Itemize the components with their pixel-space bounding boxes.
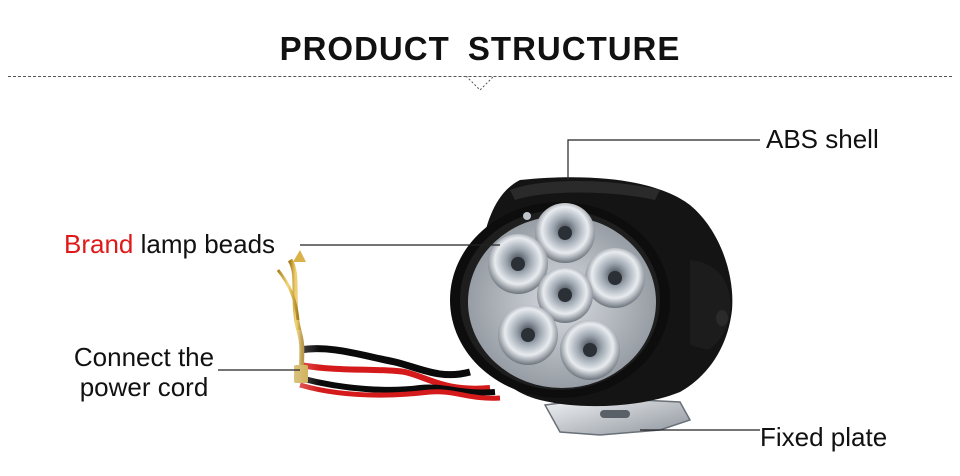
divider-notch-icon — [466, 76, 494, 91]
callout-leader-lines — [218, 139, 760, 431]
callout-lamp-beads: Brand lamp beads — [64, 229, 275, 259]
fixed-plate — [543, 397, 692, 436]
callout-lamp-beads-accent: Brand — [64, 229, 134, 259]
callout-abs-shell: ABS shell — [766, 124, 879, 154]
callout-power-cord-line2: power cord — [79, 372, 209, 402]
lamp-bead-array — [468, 203, 656, 388]
callout-power-cord-line1: Connect the — [73, 342, 215, 372]
leader-abs-shell — [567, 139, 760, 180]
callout-power-cord: Connect the power cord — [64, 342, 224, 402]
page-title: PRODUCT STRUCTURE — [279, 30, 681, 67]
callout-lamp-beads-rest: lamp beads — [133, 229, 276, 259]
title-divider — [8, 76, 952, 77]
callout-fixed-plate: Fixed plate — [760, 422, 888, 452]
